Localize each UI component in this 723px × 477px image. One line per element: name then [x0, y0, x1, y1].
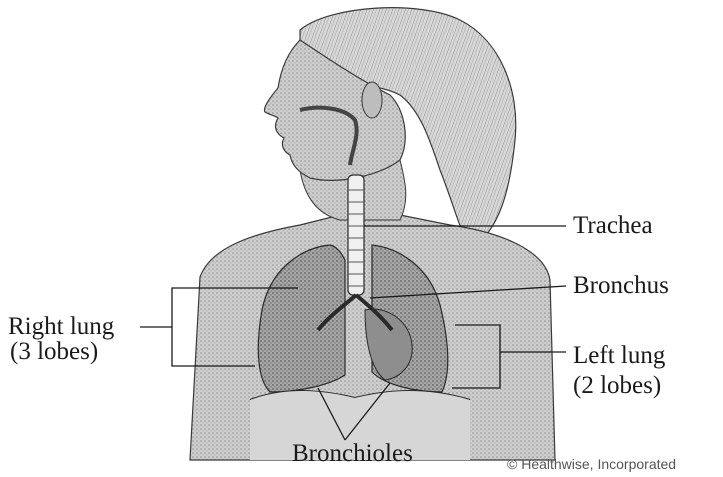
label-bronchioles: Bronchioles [292, 440, 413, 467]
trachea-shape [348, 175, 364, 295]
label-left-lung-lobes: (2 lobes) [573, 372, 661, 399]
label-right-lung-lobes: (3 lobes) [10, 338, 98, 365]
ear [362, 82, 382, 118]
label-right-lung: Right lung [8, 313, 114, 340]
label-left-lung: Left lung [573, 342, 665, 369]
copyright-credit: © Healthwise, Incorporated [507, 456, 676, 472]
label-bronchus: Bronchus [573, 272, 669, 299]
label-trachea: Trachea [573, 212, 653, 239]
